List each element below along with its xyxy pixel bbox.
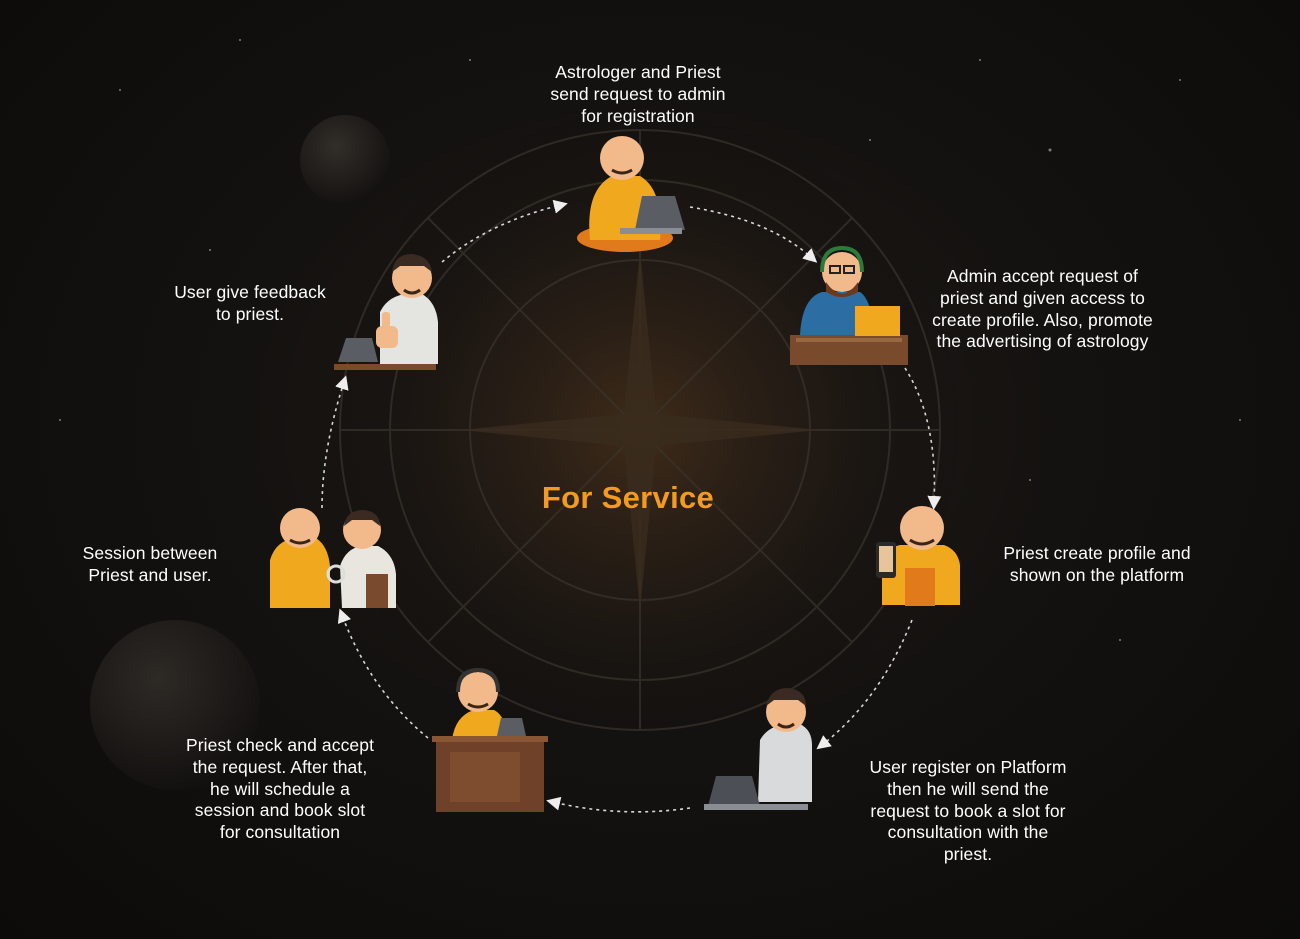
compass-star bbox=[460, 250, 820, 610]
arrow-1-to-2 bbox=[689, 206, 818, 263]
session-handshake-icon bbox=[270, 508, 396, 608]
arrow-4-to-5 bbox=[546, 796, 691, 813]
planet-bottom-left bbox=[90, 620, 260, 790]
user-feedback-icon bbox=[334, 254, 438, 370]
step-2-text: Admin accept request of priest and given… bbox=[932, 266, 1153, 352]
user-laptop-icon bbox=[704, 688, 812, 810]
stars bbox=[59, 39, 1241, 641]
step-7-text: User give feedback to priest. bbox=[174, 282, 326, 324]
arrow-6-to-7 bbox=[321, 375, 349, 509]
step-4-text: User register on Platform then he will s… bbox=[869, 757, 1067, 865]
planet-top-left bbox=[300, 115, 390, 205]
step-6-text: Session between Priest and user. bbox=[82, 543, 218, 585]
admin-headset-icon bbox=[790, 245, 908, 365]
arrow-7-to-1 bbox=[441, 199, 568, 263]
step-3-text: Priest create profile and shown on the p… bbox=[1003, 543, 1191, 585]
arrow-3-to-4 bbox=[816, 619, 913, 750]
priest-desk-icon bbox=[432, 667, 548, 812]
step-5-text: Priest check and accept the request. Aft… bbox=[185, 735, 375, 843]
center-title: For Service bbox=[541, 480, 715, 515]
step-1-text: Astrologer and Priest send request to ad… bbox=[550, 62, 726, 126]
arrow-5-to-6 bbox=[337, 608, 429, 739]
priest-phone-icon bbox=[876, 506, 960, 606]
priest-laptop-icon bbox=[577, 136, 685, 252]
arrow-2-to-3 bbox=[904, 367, 942, 510]
